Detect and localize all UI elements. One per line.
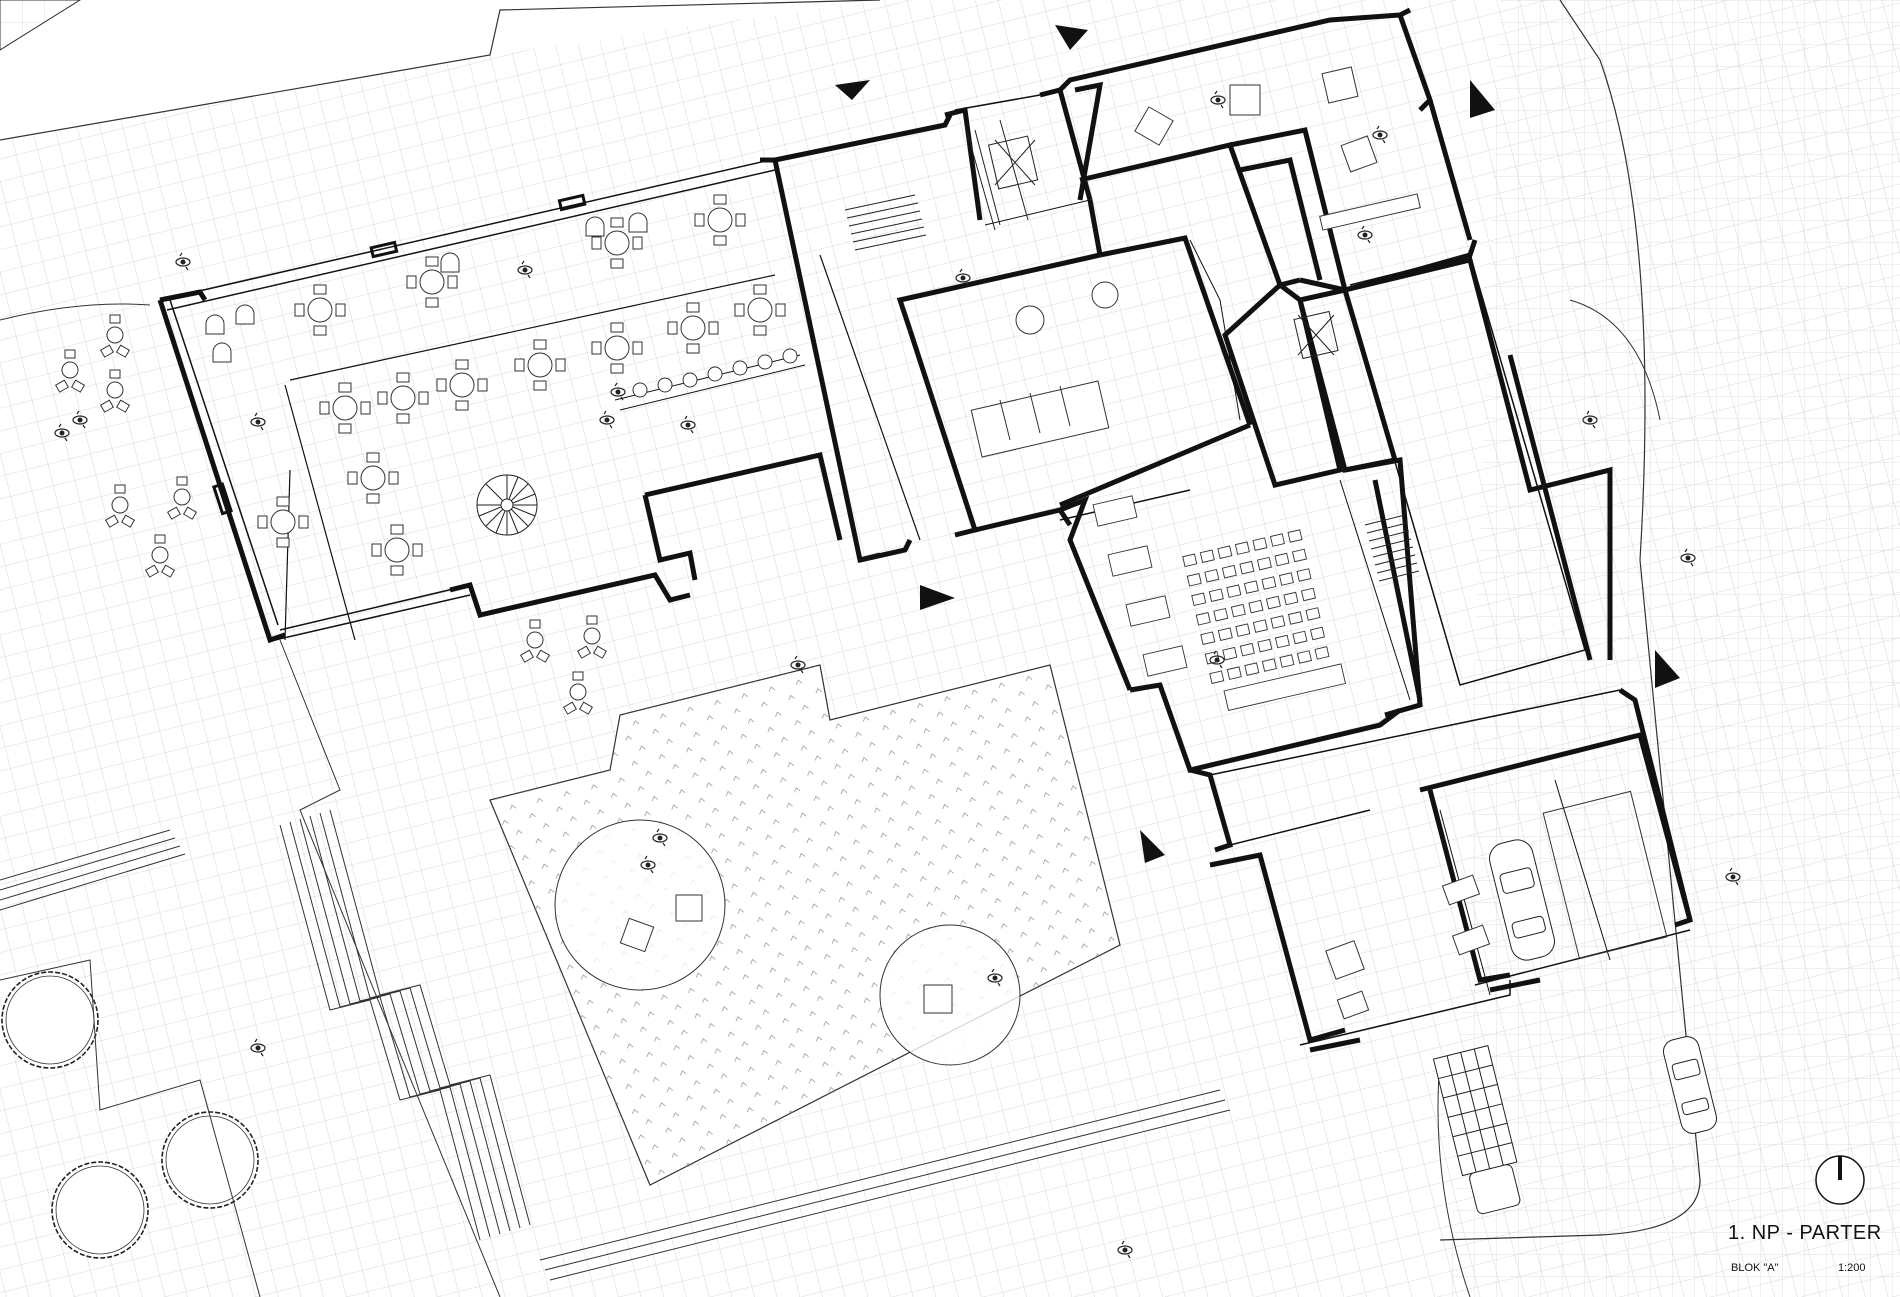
curve-corner-2 [1437,1059,1471,1297]
site-paving-right [1450,0,1900,1297]
stepped-terrace [0,809,1231,1281]
curve-corner [1569,299,1661,421]
office-furniture [1134,66,1668,1020]
scale-label: 1:200 [1838,1262,1866,1274]
block-label: BLOK "A" [1731,1262,1779,1274]
building-walls [157,7,1693,1053]
plan-title: 1. NP - PARTER [1728,1222,1882,1244]
north-arrow-icon [1815,1155,1865,1205]
planter-corner [0,0,81,51]
car-icon [1432,839,1718,1215]
auditorium-seats [1092,495,1346,711]
round-planter-1 [554,819,726,991]
spiral-stair-icon [476,474,538,536]
bar-stools [632,348,798,398]
meeting-table [970,281,1119,458]
entrance-arrow-icon [835,25,1680,863]
site-edge [0,0,881,141]
stair-flights [844,119,1420,582]
road-curb [1439,0,1701,1241]
